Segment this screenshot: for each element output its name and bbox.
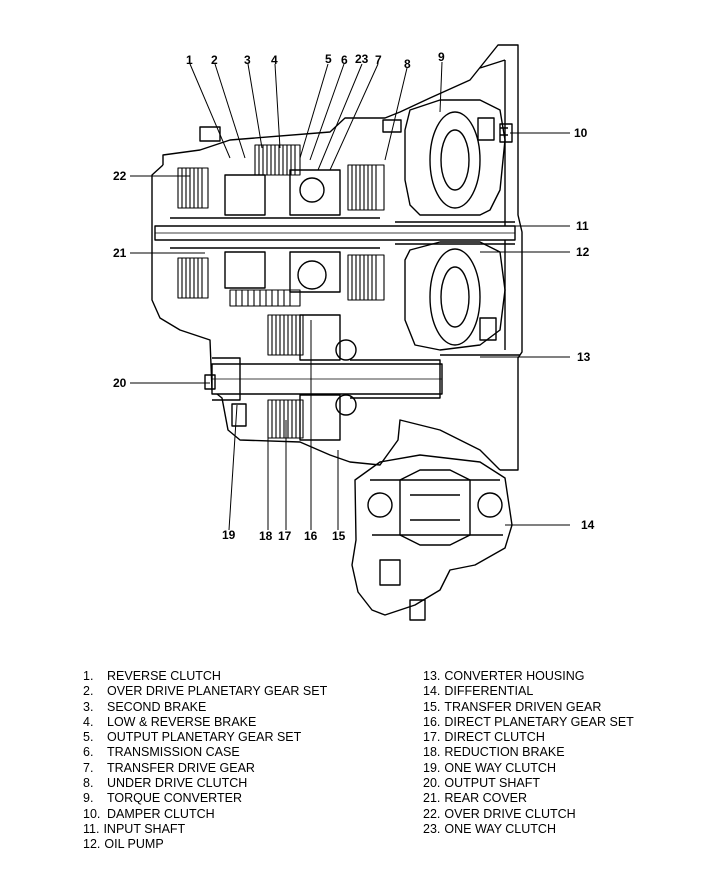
legend-right-column: 13.CONVERTER HOUSING 14.DIFFERENTIAL 15.… <box>423 669 634 837</box>
legend-item: 6.TRANSMISSION CASE <box>83 745 240 760</box>
transmission-drawing <box>130 44 570 621</box>
callout-10: 10 <box>574 126 588 140</box>
legend-item: 17.DIRECT CLUTCH <box>423 730 545 745</box>
legend-item: 2.OVER DRIVE PLANETARY GEAR SET <box>83 684 328 699</box>
callout-8: 8 <box>404 57 411 71</box>
callout-1: 1 <box>186 53 193 67</box>
callout-9: 9 <box>438 50 445 64</box>
legend-item: 20.OUTPUT SHAFT <box>423 776 540 791</box>
callout-13: 13 <box>577 350 591 364</box>
legend-item: 19.ONE WAY CLUTCH <box>423 760 556 775</box>
callout-23: 23 <box>355 52 369 66</box>
callout-12: 12 <box>576 245 590 259</box>
callout-18: 18 <box>259 529 273 543</box>
output-shaft <box>211 339 443 427</box>
legend-item: 10.DAMPER CLUTCH <box>83 806 215 821</box>
transmission-case-outline <box>151 44 523 616</box>
callout-15: 15 <box>332 529 346 543</box>
legend-item: 21.REAR COVER <box>423 791 528 806</box>
callout-7: 7 <box>375 53 382 67</box>
legend-item: 7.TRANSFER DRIVE GEAR <box>83 760 255 775</box>
callout-22: 22 <box>113 169 127 183</box>
legend-item: 1.REVERSE CLUTCH <box>83 669 221 683</box>
callout-4: 4 <box>271 53 278 67</box>
torque-converter <box>404 99 508 351</box>
differential-gears <box>367 469 503 621</box>
legend-item: 5.OUTPUT PLANETARY GEAR SET <box>83 730 302 745</box>
callout-21: 21 <box>113 246 127 260</box>
legend-item: 15.TRANSFER DRIVEN GEAR <box>423 699 602 714</box>
callout-16: 16 <box>304 529 318 543</box>
legend-item: 12.OIL PUMP <box>83 837 164 852</box>
legend-item: 8.UNDER DRIVE CLUTCH <box>83 776 248 791</box>
clutch-packs <box>177 144 385 439</box>
leader-lines <box>130 61 570 531</box>
legend-left-column: 1.REVERSE CLUTCH 2.OVER DRIVE PLANETARY … <box>83 669 327 853</box>
legend-item: 11.INPUT SHAFT <box>83 821 186 836</box>
legend-item: 22.OVER DRIVE CLUTCH <box>423 806 576 821</box>
input-shaft <box>154 217 516 249</box>
callout-2: 2 <box>211 53 218 67</box>
legend-item: 9.TORQUE CONVERTER <box>83 791 242 806</box>
legend-item: 18.REDUCTION BRAKE <box>423 745 565 760</box>
callout-19: 19 <box>222 528 236 542</box>
legend-item: 14.DIFFERENTIAL <box>423 684 534 699</box>
callout-3: 3 <box>244 53 251 67</box>
callout-20: 20 <box>113 376 127 390</box>
transmission-cutaway-diagram: 1 2 3 4 5 6 23 7 8 9 10 11 12 13 14 15 1… <box>113 44 595 621</box>
planetary-gear-sets <box>224 169 341 441</box>
legend-item: 13.CONVERTER HOUSING <box>423 669 585 683</box>
legend-item: 23.ONE WAY CLUTCH <box>423 821 556 836</box>
callout-6: 6 <box>341 53 348 67</box>
callout-14: 14 <box>581 518 595 532</box>
callout-5: 5 <box>325 52 332 66</box>
legend-item: 3.SECOND BRAKE <box>83 699 207 714</box>
legend-item: 16.DIRECT PLANETARY GEAR SET <box>423 714 634 729</box>
legend-item: 4.LOW & REVERSE BRAKE <box>83 714 257 729</box>
callout-11: 11 <box>576 219 589 233</box>
callout-17: 17 <box>278 529 292 543</box>
